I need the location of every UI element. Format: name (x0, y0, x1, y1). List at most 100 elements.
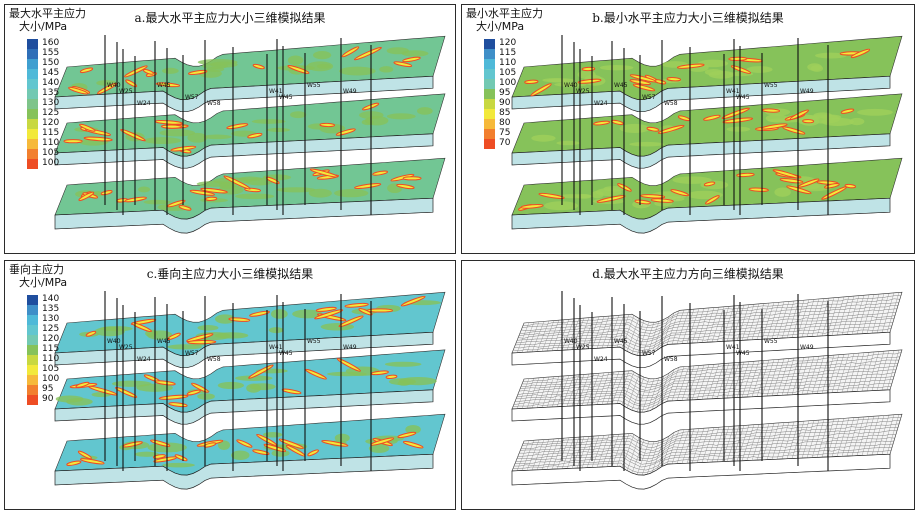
stress-patch (134, 451, 159, 457)
legend-value: 100 (42, 374, 60, 384)
stress-patch (368, 443, 390, 453)
layer-side-wall (54, 197, 434, 234)
well-label: W45 (157, 338, 171, 345)
mesh-line (556, 319, 570, 351)
stress-patch (217, 440, 231, 451)
stress-streak (666, 77, 682, 82)
legend-swatch (27, 149, 38, 159)
model-layer (54, 349, 446, 425)
legend-value: 100 (42, 158, 60, 168)
mesh-line (746, 303, 760, 341)
stress-streak (189, 189, 215, 196)
stress-patch (807, 63, 822, 71)
stress-streak (278, 438, 304, 449)
mesh-line (881, 292, 895, 333)
mesh-line (796, 356, 810, 395)
well-label: W40 (564, 338, 578, 345)
panel-b-legend-title: 最小水平主应力 大小/MPa (466, 7, 543, 33)
stress-patch (167, 344, 203, 350)
mesh-line (671, 366, 685, 401)
mesh-line (776, 358, 790, 396)
well-label: W45 (614, 82, 628, 89)
stress-streak (223, 175, 251, 190)
legend-swatch (484, 89, 495, 99)
stress-patch (821, 117, 855, 126)
mesh-line (756, 302, 770, 340)
panel-c-legend-title-line1: 垂向主应力 (9, 263, 64, 276)
stress-streak (670, 189, 690, 197)
well-label: W24 (594, 100, 608, 107)
mesh-line (636, 322, 650, 356)
well-label: W24 (137, 356, 151, 363)
mesh-line (886, 349, 900, 390)
mesh-line (741, 361, 755, 398)
stress-patch (214, 314, 236, 324)
stress-patch (197, 393, 215, 400)
well-label: W57 (642, 350, 656, 357)
stress-streak (393, 61, 413, 68)
mesh-line (606, 315, 620, 348)
stress-streak (77, 450, 92, 460)
stress-streak (634, 199, 651, 205)
mesh-line (576, 373, 590, 406)
mesh-line (806, 420, 820, 458)
mesh-line (701, 427, 715, 463)
mesh-line (766, 422, 780, 460)
stress-patch (697, 59, 729, 68)
legend-swatch (484, 49, 495, 59)
mesh-line (746, 424, 760, 461)
legend-swatch (484, 139, 495, 149)
mesh-line (536, 377, 550, 408)
mesh-line (831, 418, 845, 457)
mesh-line (786, 421, 800, 459)
stress-patch (143, 199, 171, 205)
stress-streak (654, 79, 667, 85)
well-label: W55 (764, 338, 778, 345)
mesh-line (836, 296, 850, 336)
legend-swatch (27, 355, 38, 365)
mesh-line (701, 307, 715, 343)
well-label: W40 (107, 338, 121, 345)
stress-patch (575, 193, 592, 199)
mesh-line (521, 440, 535, 471)
stress-streak (396, 183, 415, 190)
mesh-line (766, 302, 780, 340)
stress-streak (131, 322, 152, 333)
stress-patch (290, 111, 307, 119)
stress-streak (385, 374, 398, 379)
stress-streak (336, 358, 361, 372)
legend-value: 75 (499, 128, 511, 138)
mesh-line (591, 435, 605, 468)
stress-patch (162, 462, 195, 468)
stress-streak (319, 122, 336, 128)
mesh-line (586, 316, 600, 349)
panel-b-legend-title-line1: 最小水平主应力 (466, 7, 543, 20)
stress-patch (401, 50, 429, 57)
legend-swatch (27, 139, 38, 149)
stress-streak (174, 454, 188, 462)
mesh-line (796, 420, 810, 459)
well-label: W24 (137, 100, 151, 107)
mesh-line (586, 435, 600, 468)
mesh-line (771, 422, 785, 460)
legend-swatch (27, 39, 38, 49)
well-label: W40 (107, 82, 121, 89)
stress-streak (646, 126, 660, 132)
well-label: W41 (269, 88, 283, 95)
legend-swatch (484, 69, 495, 79)
mesh-line (846, 353, 860, 393)
legend-swatch (27, 395, 38, 405)
mesh-line (616, 433, 630, 467)
legend-value: 135 (42, 304, 60, 314)
legend-swatch (27, 365, 38, 375)
mesh-line (686, 365, 700, 401)
mesh-line (836, 417, 850, 457)
mesh-line (661, 312, 675, 347)
legend-swatch (27, 335, 38, 345)
stress-patch (276, 187, 316, 193)
stress-streak (178, 205, 192, 211)
mesh-line (691, 365, 705, 400)
